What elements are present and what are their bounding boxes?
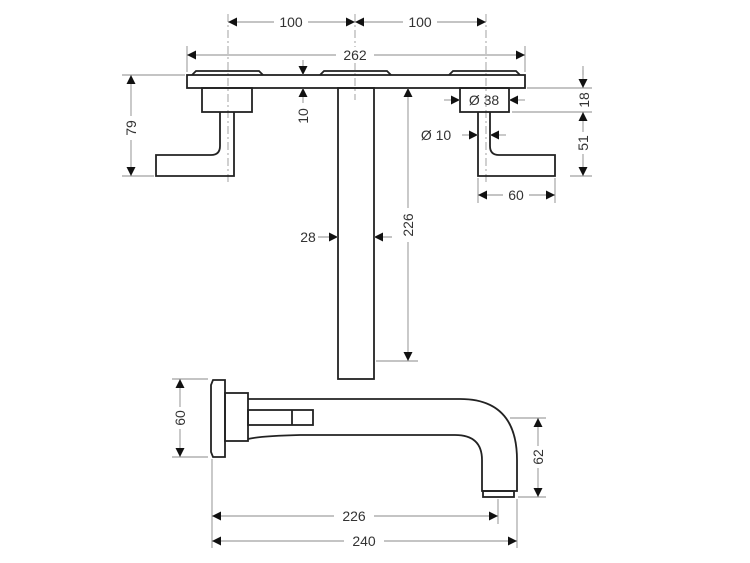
spout <box>247 398 518 492</box>
dim-stem-diameter: Ø 10 <box>421 127 452 143</box>
dim-column-length: 226 <box>400 213 416 237</box>
dim-lever-drop: 51 <box>575 135 591 151</box>
mounting-plate <box>186 74 526 89</box>
side-view-outline <box>210 379 518 498</box>
top-view-outline <box>155 70 556 380</box>
centerlines <box>227 14 487 182</box>
side-escutcheon <box>224 392 249 442</box>
dim-spacing-right: 100 <box>408 14 432 30</box>
dim-spout-height: 62 <box>530 449 546 465</box>
left-escutcheon <box>201 87 253 113</box>
plate-caps <box>191 70 521 76</box>
dim-plate-height: 60 <box>172 410 188 426</box>
top-dimensions: 100 100 262 79 10 226 28 Ø 38 18 <box>122 14 592 362</box>
dim-outlet-projection: 226 <box>342 508 366 524</box>
dim-lever-height: 79 <box>123 120 139 136</box>
dim-escutcheon-height: 18 <box>576 92 592 108</box>
right-lever <box>477 112 556 177</box>
dim-lever-length: 60 <box>508 187 524 203</box>
dim-overall-projection: 240 <box>352 533 376 549</box>
dim-column-width: 28 <box>300 229 316 245</box>
wall-plate <box>210 379 226 458</box>
lever-stub <box>247 409 314 426</box>
side-dimensions: 60 62 226 240 <box>172 378 546 549</box>
left-lever <box>155 112 235 177</box>
dim-spacing-left: 100 <box>279 14 303 30</box>
dim-plate-thickness: 10 <box>295 108 311 124</box>
dim-plate-width: 262 <box>343 47 367 63</box>
dim-escutcheon-diameter: Ø 38 <box>469 92 500 108</box>
aerator <box>482 490 515 498</box>
spout-column <box>337 87 375 380</box>
